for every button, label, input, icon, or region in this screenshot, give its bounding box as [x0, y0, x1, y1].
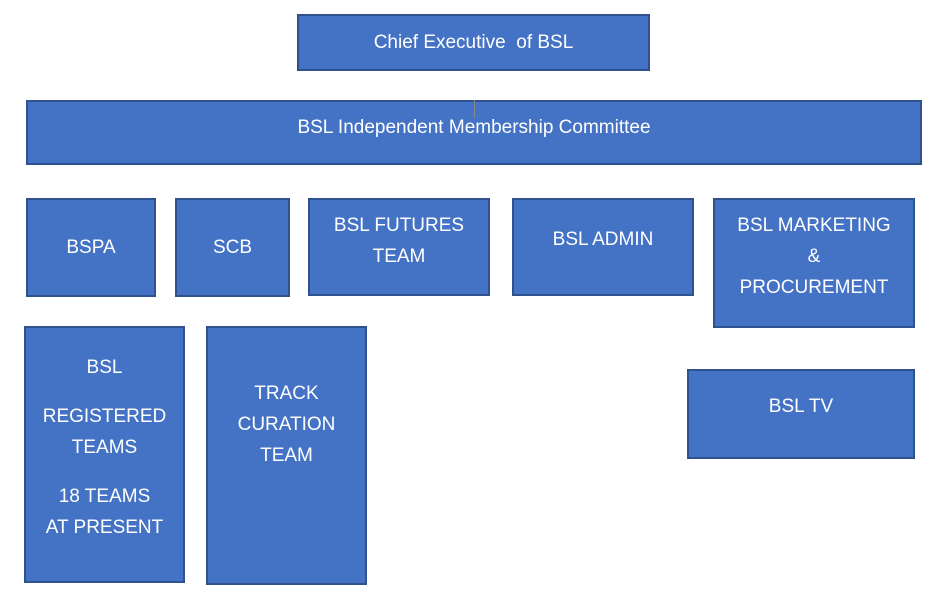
scb-label: SCB: [212, 237, 253, 258]
bspa-box: BSPA: [26, 198, 156, 297]
futures-label-2: TEAM: [372, 246, 426, 267]
bspa-label: BSPA: [66, 237, 116, 258]
admin-box: BSL ADMIN: [512, 198, 694, 296]
connector-line: [474, 100, 475, 118]
teams-label-2: REGISTERED: [42, 406, 167, 427]
committee-label: BSL Independent Membership Committee: [297, 117, 651, 138]
marketing-label-2: &: [807, 246, 821, 267]
teams-box: BSL REGISTERED TEAMS 18 TEAMS AT PRESENT: [24, 326, 185, 583]
marketing-box: BSL MARKETING & PROCUREMENT: [713, 198, 915, 328]
teams-label-5: AT PRESENT: [45, 517, 164, 538]
admin-label: BSL ADMIN: [552, 229, 654, 250]
track-label-2: CURATION: [237, 414, 336, 435]
scb-box: SCB: [175, 198, 290, 297]
teams-label-1: BSL: [86, 357, 123, 378]
ceo-box: Chief Executive of BSL: [297, 14, 650, 71]
teams-label-4: 18 TEAMS: [58, 486, 151, 507]
track-box: TRACK CURATION TEAM: [206, 326, 367, 585]
ceo-label: Chief Executive of BSL: [373, 32, 574, 53]
marketing-label-3: PROCUREMENT: [739, 277, 889, 298]
futures-box: BSL FUTURES TEAM: [308, 198, 490, 296]
track-label-3: TEAM: [260, 445, 313, 466]
tv-box: BSL TV: [687, 369, 915, 459]
tv-label: BSL TV: [768, 396, 834, 417]
track-label-1: TRACK: [254, 383, 319, 404]
marketing-label-1: BSL MARKETING: [737, 215, 891, 236]
teams-label-3: TEAMS: [71, 437, 138, 458]
futures-label-1: BSL FUTURES: [333, 215, 465, 236]
